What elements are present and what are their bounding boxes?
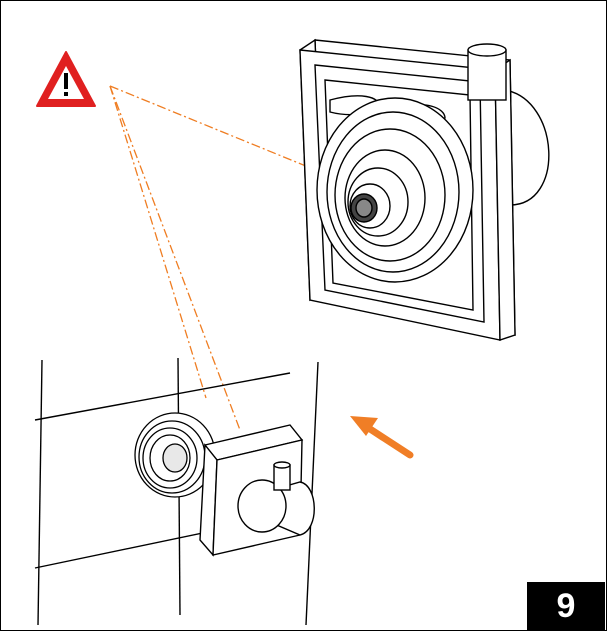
orange-direction-arrow-icon <box>350 416 414 459</box>
cover-plate-with-knob <box>199 424 315 557</box>
warning-triangle-icon <box>36 51 96 107</box>
wall-ring-mount <box>134 412 216 498</box>
wall-box-unit <box>299 38 550 341</box>
step-number-badge: 9 <box>527 582 605 630</box>
